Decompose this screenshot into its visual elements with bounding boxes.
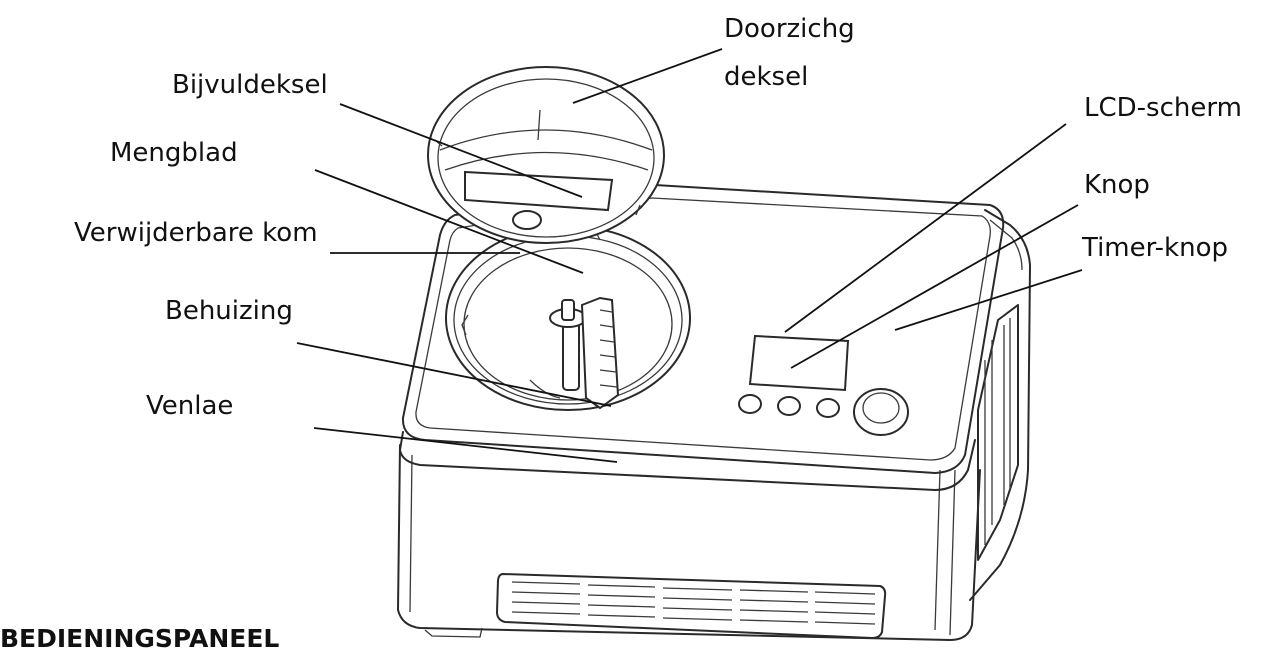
leader-button	[790, 204, 1079, 369]
label-timer: Timer-knop	[1082, 233, 1228, 263]
label-paddle: Mengblad	[110, 138, 238, 168]
leader-lcd	[784, 123, 1067, 333]
side-panel	[969, 209, 1031, 601]
front-vent	[496, 573, 887, 639]
label-bowl: Verwijderbare kom	[74, 218, 318, 248]
label-lid-line1: Doorzichg	[724, 14, 855, 44]
side-vent-grill	[977, 304, 1019, 561]
leader-timer	[894, 269, 1083, 331]
paddle-drawing	[529, 296, 620, 410]
label-fill-lid: Bijvuldeksel	[172, 70, 328, 100]
leader-vent	[313, 427, 618, 463]
leader-housing	[296, 342, 612, 407]
top-panel	[399, 184, 1005, 491]
leader-fill-lid	[339, 103, 583, 198]
label-vent: Venlae	[146, 391, 234, 421]
control-panel-drawing	[738, 334, 909, 436]
leader-lid	[572, 48, 723, 104]
label-button: Knop	[1084, 170, 1150, 200]
label-lid-line2: deksel	[724, 62, 809, 92]
lid-drawing	[427, 66, 665, 244]
label-lcd: LCD-scherm	[1084, 93, 1242, 123]
section-title: BEDIENINGSPANEEL	[0, 624, 280, 653]
label-housing: Behuizing	[165, 296, 293, 326]
leader-paddle	[314, 169, 584, 274]
machine-base	[397, 444, 981, 641]
leader-lines	[296, 48, 1083, 463]
